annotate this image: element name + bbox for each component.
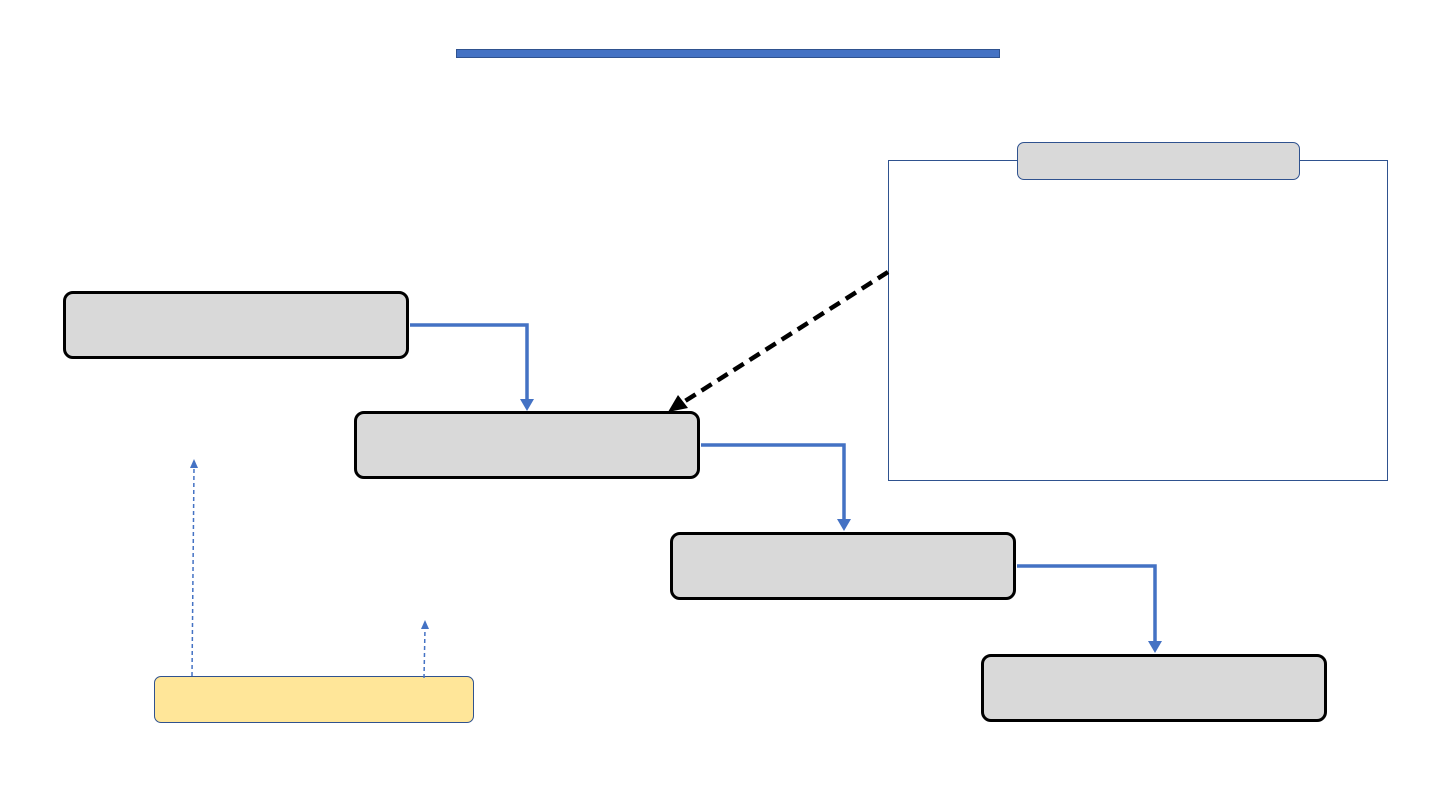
step-box-3 bbox=[670, 532, 1016, 600]
arrowhead-step4 bbox=[1148, 641, 1162, 653]
side-panel bbox=[888, 160, 1388, 481]
title-bar bbox=[456, 49, 1000, 58]
connector-step3-to-step4 bbox=[1017, 564, 1157, 644]
step-box-4 bbox=[981, 654, 1327, 722]
step-box-2 bbox=[354, 411, 700, 479]
dashed-connector-panel-to-step2 bbox=[680, 270, 890, 405]
note-box bbox=[154, 676, 474, 723]
arrowhead-note-right bbox=[421, 620, 429, 629]
connector-step1-to-step2 bbox=[410, 323, 529, 402]
dotted-connector-note-left bbox=[191, 466, 195, 677]
dotted-connector-note-right bbox=[423, 627, 426, 679]
arrowhead-dashed bbox=[668, 395, 688, 412]
arrowhead-step3 bbox=[837, 519, 851, 531]
arrowhead-step2 bbox=[520, 399, 534, 411]
side-panel-title bbox=[1017, 142, 1300, 180]
connector-step2-to-step3 bbox=[701, 443, 846, 522]
arrowhead-note-left bbox=[190, 459, 198, 468]
step-box-1 bbox=[63, 291, 409, 359]
